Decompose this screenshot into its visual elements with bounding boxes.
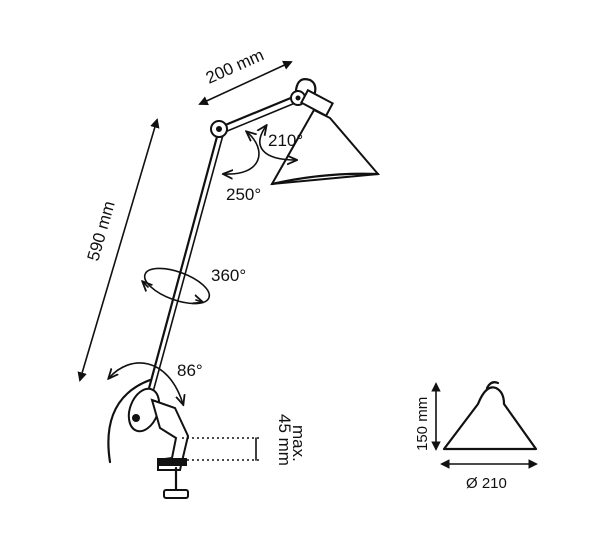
upper-arm-label: 200 mm — [203, 45, 267, 87]
clamp-opening-value: 45 mm — [275, 414, 294, 466]
base-swivel-angle: 360° — [140, 266, 246, 305]
base-tilt-angle: 86° — [109, 361, 203, 404]
lower-arm-dimension: 590 mm — [77, 118, 160, 382]
clamp-knob — [163, 489, 189, 499]
elbow-rotation-label: 250° — [226, 185, 261, 204]
lower-arm-label: 590 mm — [84, 199, 119, 263]
clamp-opening-prefix: max. — [289, 425, 308, 462]
elbow-rotation-angle: 250° — [224, 132, 261, 204]
base-swivel-label: 360° — [211, 266, 246, 285]
lower-arm-rod — [146, 131, 220, 394]
upper-arm-rod — [216, 93, 300, 130]
clamp-jaw — [157, 458, 187, 466]
upper-arm-dimension: 200 mm — [198, 45, 293, 106]
clamp-opening-dimension: 45 mm max. — [182, 414, 308, 466]
shade-diameter-label: Ø 210 — [466, 475, 507, 492]
shade-rotation-angle: 210° — [260, 126, 303, 160]
shade-neck — [294, 78, 317, 98]
shade-detail: 150 mm Ø 210 — [414, 381, 538, 492]
lamp-body — [107, 78, 381, 499]
shade-rotation-label: 210° — [268, 131, 303, 150]
shade-detail-outline — [442, 386, 538, 451]
base-tilt-label: 86° — [177, 361, 203, 380]
shade-height-label: 150 mm — [414, 397, 431, 451]
